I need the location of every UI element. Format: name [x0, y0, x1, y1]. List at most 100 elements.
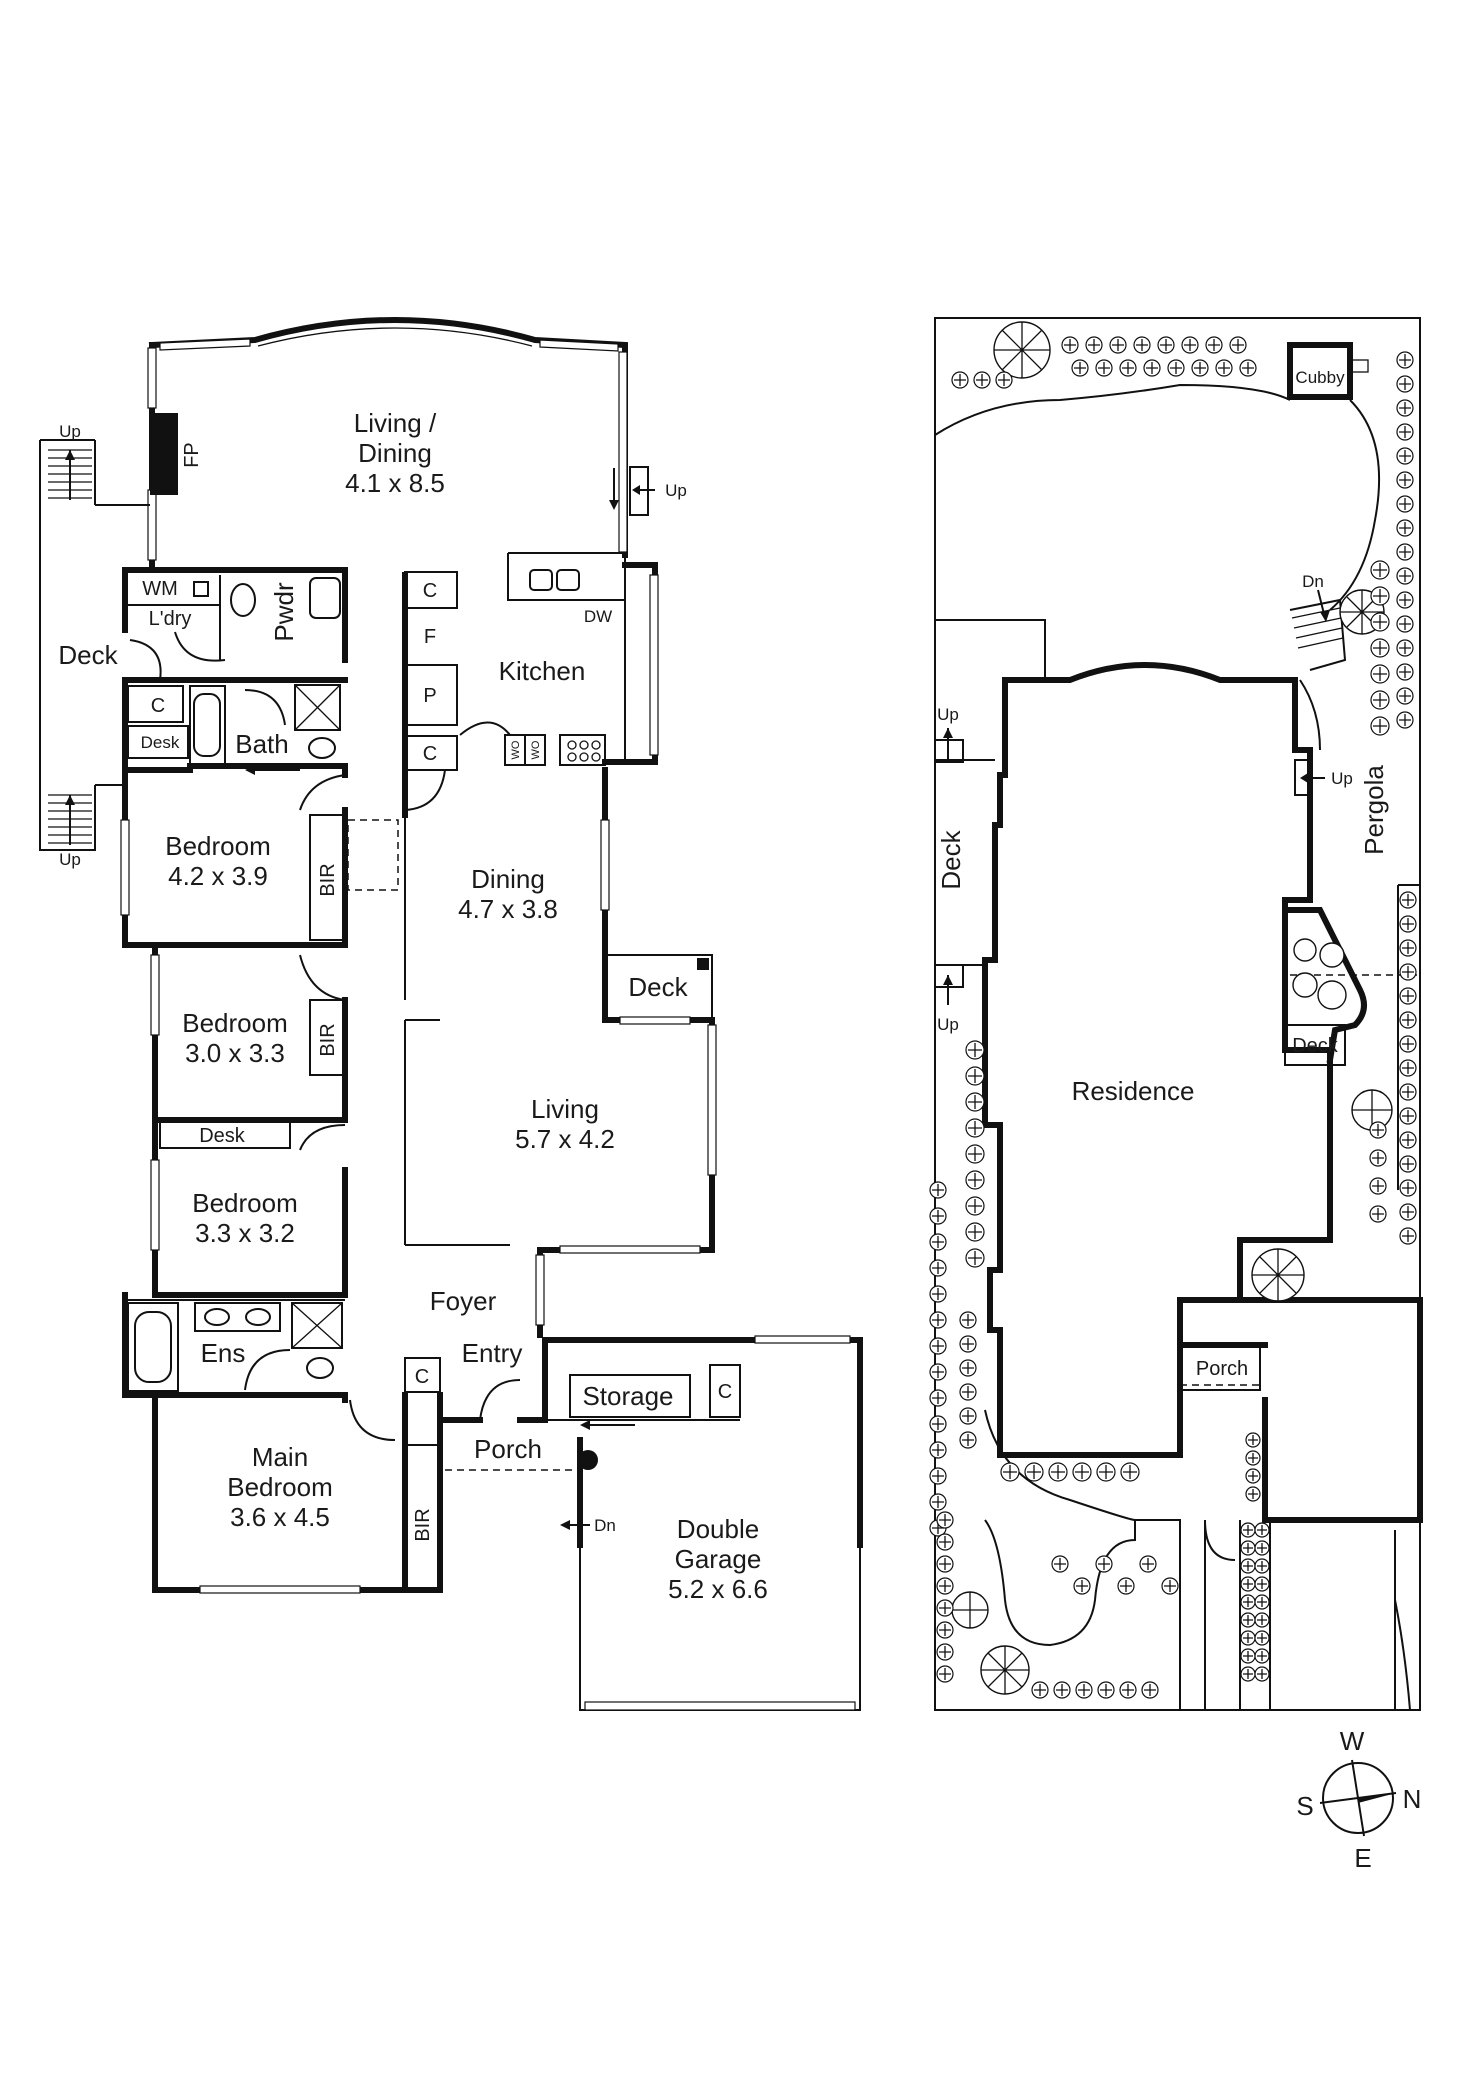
- shrub-detail: [1402, 1158, 1414, 1170]
- shrub-detail: [939, 1602, 951, 1614]
- shrub-detail: [932, 1496, 944, 1508]
- shrub-detail: [932, 1314, 944, 1326]
- shrub-detail: [939, 1514, 951, 1526]
- shrub-detail: [1051, 1465, 1065, 1479]
- shrub-detail: [954, 374, 966, 386]
- shrub-detail: [1088, 339, 1100, 351]
- window: [707, 1024, 717, 1176]
- shrub-detail: [962, 1386, 974, 1398]
- door-swing: [299, 1124, 346, 1151]
- arrow-head-icon: [943, 728, 953, 738]
- shrub-detail: [1399, 450, 1411, 462]
- shrub-detail: [939, 1646, 951, 1658]
- deck-east: [605, 954, 713, 1020]
- burner-icon: [567, 740, 577, 750]
- arrow-head-icon: [1300, 773, 1308, 783]
- up-left-bottom-label: Up: [937, 1015, 959, 1034]
- shrub-detail: [1003, 1465, 1017, 1479]
- laundry-label: L'dry: [149, 608, 192, 630]
- shrub-detail: [932, 1444, 944, 1456]
- window: [539, 339, 619, 352]
- wall-deck-east: [602, 912, 715, 1023]
- living-dining-label: Living /: [354, 408, 437, 438]
- bedroom1-label: Bedroom: [165, 831, 271, 861]
- kitchen-label: Kitchen: [499, 656, 586, 686]
- basin-icon: [204, 1308, 230, 1326]
- main-bedroom-label-2: Bedroom: [227, 1472, 333, 1502]
- shrub-detail: [1399, 474, 1411, 486]
- shrub-detail: [1399, 402, 1411, 414]
- arrow-head-icon: [580, 1420, 590, 1430]
- courtyard: [1282, 907, 1367, 1064]
- shrub-detail: [932, 1236, 944, 1248]
- shrub-detail: [1056, 1684, 1068, 1696]
- window: [150, 954, 160, 1036]
- shrub-detail: [1402, 1062, 1414, 1074]
- cubby-label: Cubby: [1295, 368, 1345, 387]
- bath-c-label: C: [151, 695, 165, 717]
- bedroom1-size: 4.2 x 3.9: [168, 861, 268, 891]
- desk: [127, 725, 189, 759]
- desk-mid-label: Desk: [199, 1125, 246, 1147]
- post-icon: [578, 1450, 598, 1470]
- desk-top-label: Desk: [141, 733, 180, 752]
- window: [619, 1016, 691, 1025]
- window: [754, 1335, 851, 1344]
- site-porch-label: Porch: [1196, 1358, 1248, 1380]
- shrub-detail: [1402, 918, 1414, 930]
- shrub-detail: [1208, 339, 1220, 351]
- living-label: Living: [531, 1094, 599, 1124]
- shrub-detail: [932, 1210, 944, 1222]
- burner-icon: [579, 740, 589, 750]
- shrub-detail: [1399, 378, 1411, 390]
- washing-machine-icon: [193, 581, 209, 597]
- cubby-ladder: [1351, 359, 1369, 373]
- shrub-detail: [1257, 1615, 1267, 1625]
- shrub-detail: [1373, 615, 1387, 629]
- shower-icon: [294, 684, 341, 731]
- kitchen-island: [507, 553, 625, 601]
- main-bedroom-label: Main: [252, 1442, 308, 1472]
- shrub-detail: [1248, 1435, 1258, 1445]
- garage-label-2: Garage: [675, 1544, 762, 1574]
- shrub-detail: [1402, 1014, 1414, 1026]
- shrub-detail: [1076, 1580, 1088, 1592]
- shrub-detail: [1112, 339, 1124, 351]
- shrub-detail: [1243, 1597, 1253, 1607]
- shrub-detail: [1164, 1580, 1176, 1592]
- desk: [159, 1119, 291, 1149]
- foyer-label: Foyer: [430, 1286, 497, 1316]
- shrub-detail: [1184, 339, 1196, 351]
- shrub-detail: [1373, 693, 1387, 707]
- bedroom2-size: 3.0 x 3.3: [185, 1038, 285, 1068]
- garden-path: [984, 1409, 1136, 1647]
- shrub-detail: [962, 1362, 974, 1374]
- shrub-detail: [1248, 1453, 1258, 1463]
- toilet-icon: [230, 583, 256, 617]
- kitchen-c-bottom-label: C: [423, 743, 437, 765]
- shrub-detail: [1243, 1543, 1253, 1553]
- bathtub-inner: [193, 693, 221, 757]
- burner-icon: [579, 752, 589, 762]
- site-plan: Residence Porch Cubby Dn Up Pergola: [929, 317, 1423, 1711]
- pantry-label: P: [423, 685, 436, 707]
- shrub-detail: [932, 1340, 944, 1352]
- shrub-detail: [1160, 339, 1172, 351]
- shrub-detail: [1402, 894, 1414, 906]
- shrub-detail: [1099, 1465, 1113, 1479]
- porch-label: Porch: [474, 1434, 542, 1464]
- sink-icon: [529, 569, 553, 591]
- storage-c-label: C: [718, 1381, 732, 1403]
- deck-west: [39, 440, 60, 851]
- shrub-detail: [1402, 1206, 1414, 1218]
- shrub-detail: [1120, 1580, 1132, 1592]
- arrow-head-icon: [943, 975, 953, 985]
- garage-door: [584, 1701, 856, 1711]
- shrub-detail: [962, 1338, 974, 1350]
- shrub-detail: [1078, 1684, 1090, 1696]
- shrubs: [929, 336, 1417, 1699]
- shrub-detail: [1402, 990, 1414, 1002]
- wall-oven-label: WO: [510, 740, 522, 759]
- compass-s: S: [1296, 1791, 1313, 1821]
